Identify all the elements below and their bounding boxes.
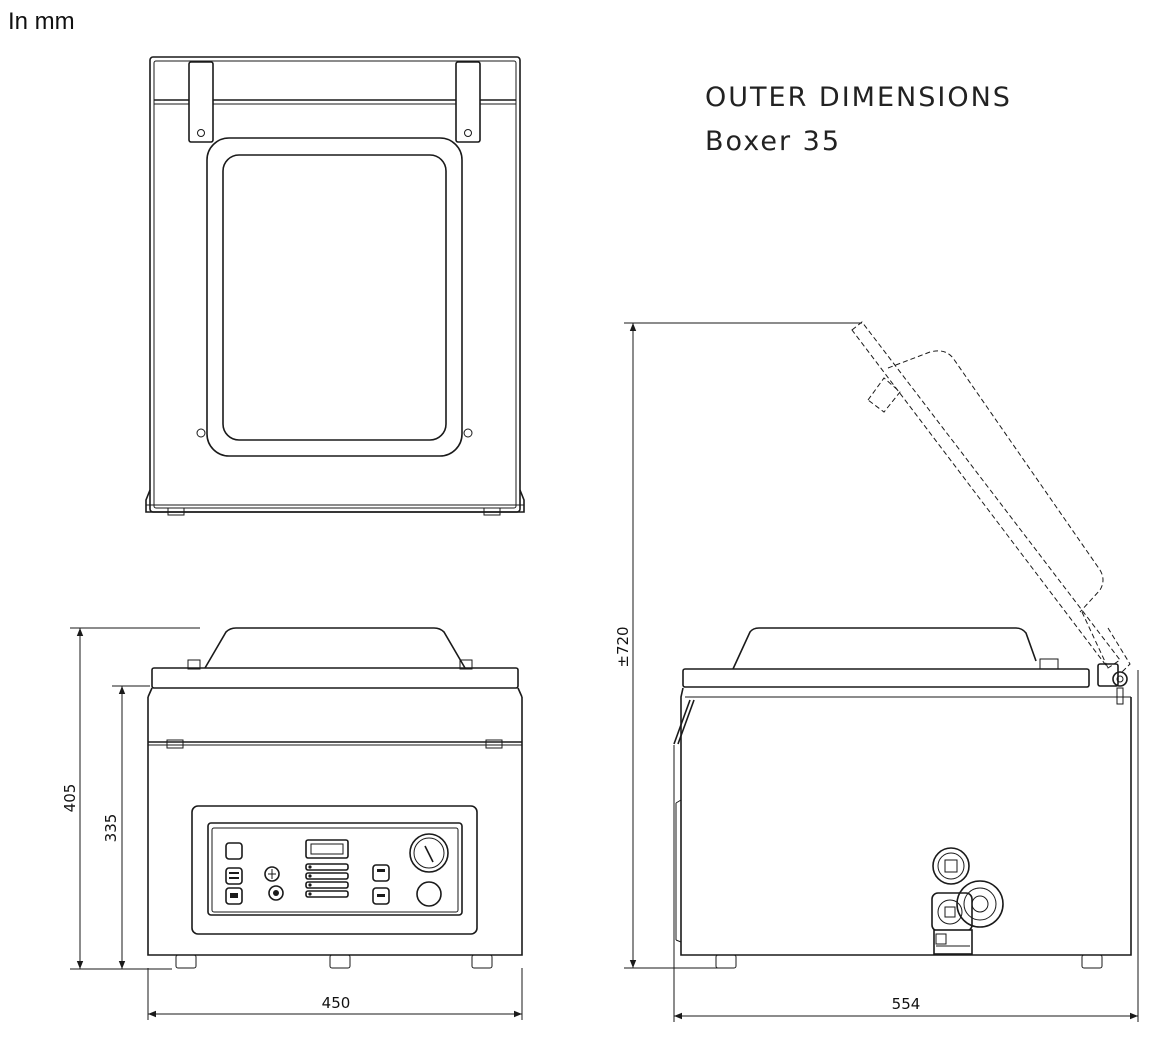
front-dimensions: 405 335 450 [61, 627, 523, 1020]
drawing-title: OUTER DIMENSIONS [705, 82, 1012, 113]
dim-open-height: ±720 [614, 626, 632, 667]
side-dimensions: ±720 554 [614, 322, 1139, 1022]
side-view [673, 321, 1132, 969]
dim-body-height: 335 [102, 814, 120, 843]
units-label: In mm [8, 8, 75, 35]
front-view [147, 627, 523, 969]
model-name: Boxer 35 [705, 126, 841, 157]
top-view [145, 56, 525, 516]
dim-width: 450 [322, 994, 351, 1012]
dim-depth: 554 [892, 995, 921, 1013]
dim-total-height: 405 [61, 784, 79, 813]
